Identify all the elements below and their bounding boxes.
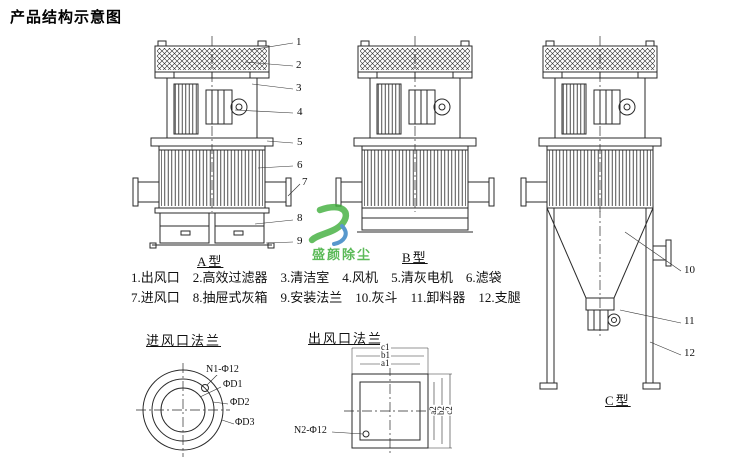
outlet-dim-a1: a1 xyxy=(380,358,391,368)
machine-a-drawing xyxy=(132,35,292,249)
callout-11: 11 xyxy=(684,315,695,327)
callout-2: 2 xyxy=(296,59,302,71)
machine-a-label: A型 xyxy=(197,254,224,269)
part-item: 9.安装法兰 xyxy=(280,290,343,305)
callout-4: 4 xyxy=(297,106,303,118)
parts-list-line-1: 1.出风口 2.高效过滤器 3.清洁室 4.风机 5.清灰电机 6.滤袋 xyxy=(131,267,502,286)
callout-leader-lines xyxy=(234,42,682,356)
machine-c-label: C型 xyxy=(605,393,631,408)
part-item: 5.清灰电机 xyxy=(391,270,453,285)
callout-8: 8 xyxy=(297,212,303,224)
callout-10: 10 xyxy=(684,264,695,276)
outlet-dim-c1: c1 xyxy=(380,342,391,352)
outlet-dim-c2: c2 xyxy=(443,405,454,416)
part-item: 12.支腿 xyxy=(478,290,521,305)
watermark-logo xyxy=(308,203,350,246)
callout-9: 9 xyxy=(297,235,303,247)
part-item: 2.高效过滤器 xyxy=(192,270,268,285)
callout-7: 7 xyxy=(302,176,308,188)
parts-list-line-2: 7.进风口 8.抽屉式灰箱 9.安装法兰 10.灰斗 11.卸料器 12.支腿 xyxy=(131,287,521,306)
inlet-d2-label: ΦD2 xyxy=(229,397,251,408)
callout-6: 6 xyxy=(297,159,303,171)
machine-b-drawing xyxy=(335,35,495,233)
part-item: 10.灰斗 xyxy=(355,290,398,305)
inlet-flange-drawing xyxy=(136,363,235,457)
outlet-dim-b1: b1 xyxy=(380,350,391,360)
part-item: 8.抽屉式灰箱 xyxy=(192,290,268,305)
inlet-d1-label: ΦD1 xyxy=(222,379,244,390)
machine-c-drawing xyxy=(520,35,672,390)
inlet-bolt-label: N1-Φ12 xyxy=(205,364,240,375)
callout-12: 12 xyxy=(684,347,695,359)
outlet-flange-title: 出风口法兰 xyxy=(308,331,384,346)
machine-b-label: B型 xyxy=(402,250,428,265)
inlet-d3-label: ΦD3 xyxy=(234,417,256,428)
part-item: 11.卸料器 xyxy=(410,290,466,305)
page-title: 产品结构示意图 xyxy=(10,9,123,26)
part-item: 6.滤袋 xyxy=(465,270,502,285)
callout-5: 5 xyxy=(297,136,303,148)
callout-3: 3 xyxy=(296,82,302,94)
outlet-flange-drawing xyxy=(331,347,452,456)
inlet-flange-title: 进风口法兰 xyxy=(146,333,222,348)
callout-1: 1 xyxy=(296,36,302,48)
part-item: 3.清洁室 xyxy=(280,270,330,285)
part-item: 1.出风口 xyxy=(131,270,180,285)
part-item: 7.进风口 xyxy=(131,290,180,305)
watermark-text: 盛颜除尘 xyxy=(312,247,373,262)
outlet-bolt-label: N2-Φ12 xyxy=(293,425,328,436)
part-item: 4.风机 xyxy=(342,270,379,285)
